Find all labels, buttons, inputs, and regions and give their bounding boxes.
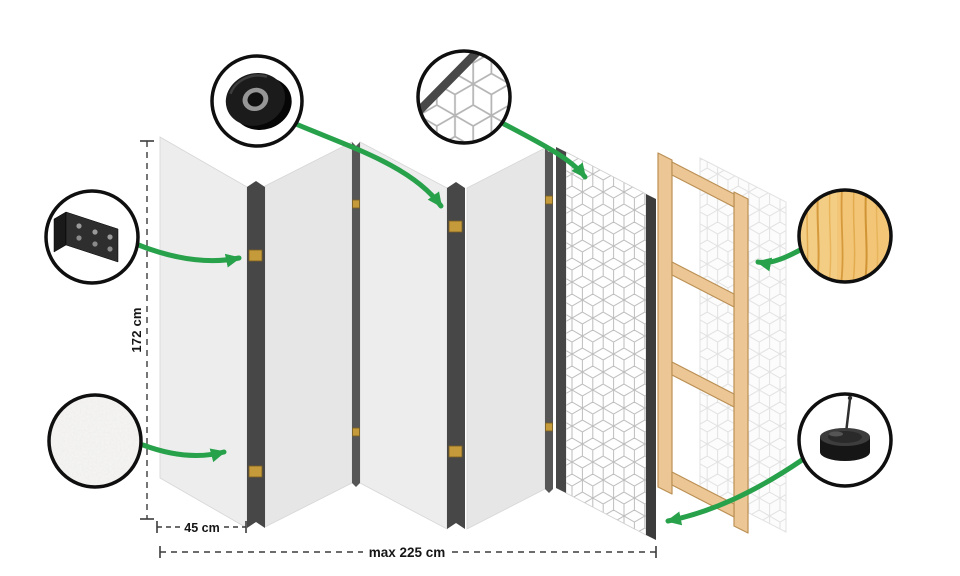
hinge-icon [53,211,119,263]
callout-fleece [47,393,143,489]
tape-roll-icon [225,72,292,130]
dimension-panel-width: 45 cm [156,521,247,535]
arrow-hinge [133,241,242,268]
panel-4 [466,147,546,530]
dimension-height: 172 cm [129,140,154,520]
pattern-detail-icon [418,51,510,143]
arrow-pattern [501,121,588,180]
hinge-top-fold3 [448,220,463,233]
fleece-texture-icon [49,395,141,487]
hinges [248,195,553,478]
height-label: 172 cm [129,307,144,352]
hinge-bottom-fold1 [248,465,263,478]
patterned-panel-right-edge [646,194,656,540]
frame-rung [671,261,735,308]
panel-fold-edges [247,142,553,529]
arrow-fleece [140,442,227,463]
panel-width-label: 45 cm [184,521,219,535]
fold-edge-4 [545,148,553,493]
callout-hinge [44,189,140,285]
frame-right-rail [733,191,749,534]
callout-pattern [416,49,512,145]
hinge-small-fold4 [545,195,553,205]
callout-arrows [133,121,805,526]
fold-edge-2 [352,142,360,487]
hinge-small-fold2 [352,199,360,209]
frame-rung [671,361,735,408]
hinge-bottom-fold3 [448,445,463,458]
panel-2 [264,141,353,528]
callout-wood [797,188,893,284]
frame-left-rail [657,152,673,495]
max-width-label: max 225 cm [369,545,446,560]
hinge-small-fold2b [352,427,360,437]
arrow-foot [665,457,805,526]
hinge-top-fold1 [248,249,263,262]
foot-pin-icon [820,395,870,461]
patterned-panel [556,147,656,540]
callout-tape [210,54,304,148]
fold-edge-1 [247,181,265,528]
patterned-panel-left-edge [556,147,566,493]
arrow-tape [293,121,444,209]
panel-1 [159,136,248,529]
callout-foot [797,392,893,488]
fold-edge-3 [447,182,465,529]
hinge-small-fold4b [545,422,553,432]
frame-rung [671,161,735,208]
dimension-max-width: max 225 cm [159,545,657,560]
arrow-wood [755,246,805,272]
